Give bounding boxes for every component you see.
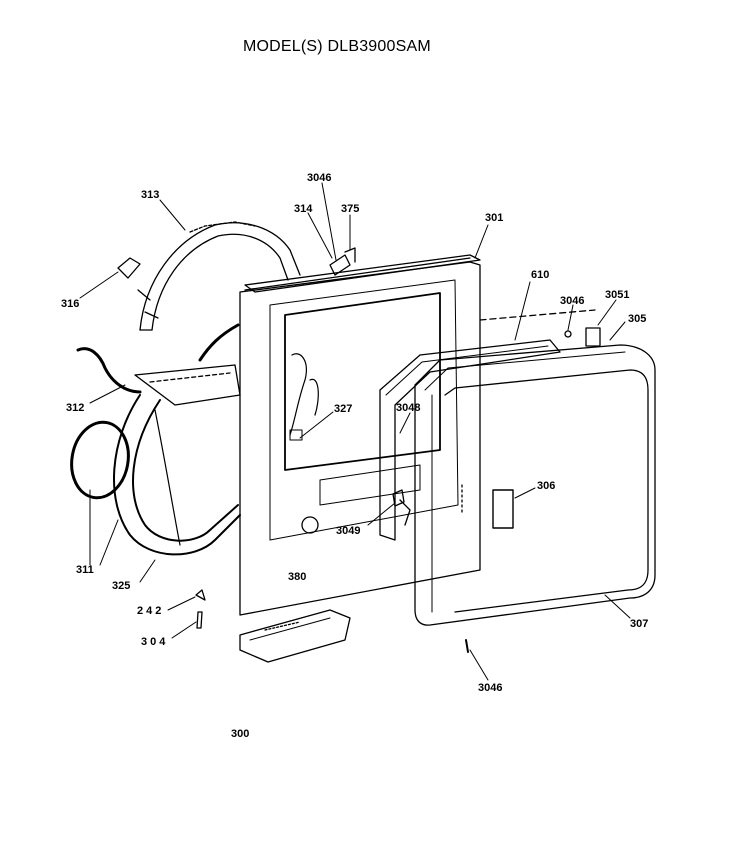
callout-307: 307 [630,618,648,630]
drum-seal-311 [70,420,130,500]
callout-327: 327 [334,403,352,415]
callout-375: 375 [341,203,359,215]
callout-316: 316 [61,298,79,310]
callout-312: 312 [66,402,84,414]
callout-labels: 3046 313 314 375 301 610 3046 3051 305 3… [61,172,648,740]
bulkhead-ring-313 [137,221,301,331]
callout-3049: 3049 [336,525,360,537]
callout-306: 306 [537,480,555,492]
callout-301: 301 [485,212,503,224]
callout-311: 311 [76,564,94,576]
belt-325 [113,394,241,556]
callout-325: 325 [112,580,130,592]
callout-3046-bottom: 3046 [478,682,502,694]
leader-lines [79,182,631,681]
latch-3049 [392,489,405,507]
callout-314: 314 [294,203,313,215]
small-parts-242-304 [195,589,206,629]
screw-3046-bottom [465,639,469,653]
callout-3046-top: 3046 [307,172,331,184]
door-frame [379,339,561,541]
hinge-parts-314-375 [329,247,356,276]
callout-304: 304 [141,636,168,648]
seal-312 [76,323,240,394]
callout-3046-right: 3046 [560,295,584,307]
gasket-610 [479,309,596,321]
hinge-3051 [564,327,601,347]
door-307 [414,344,656,626]
callout-3048: 3048 [396,402,420,414]
callout-305: 305 [628,313,646,325]
callout-242: 242 [137,605,164,617]
callout-380: 380 [288,571,306,583]
callout-313: 313 [141,189,159,201]
front-panel-bracket [134,364,241,406]
callout-610: 610 [531,269,549,281]
front-panel-380 [239,257,481,616]
kick-plate [239,609,351,663]
top-strip-301 [244,254,481,293]
callout-3051: 3051 [605,289,629,301]
model-title: MODEL(S) DLB3900SAM [243,38,431,55]
diagram-id: 300 [231,728,249,740]
felt-pad-316 [117,257,141,279]
